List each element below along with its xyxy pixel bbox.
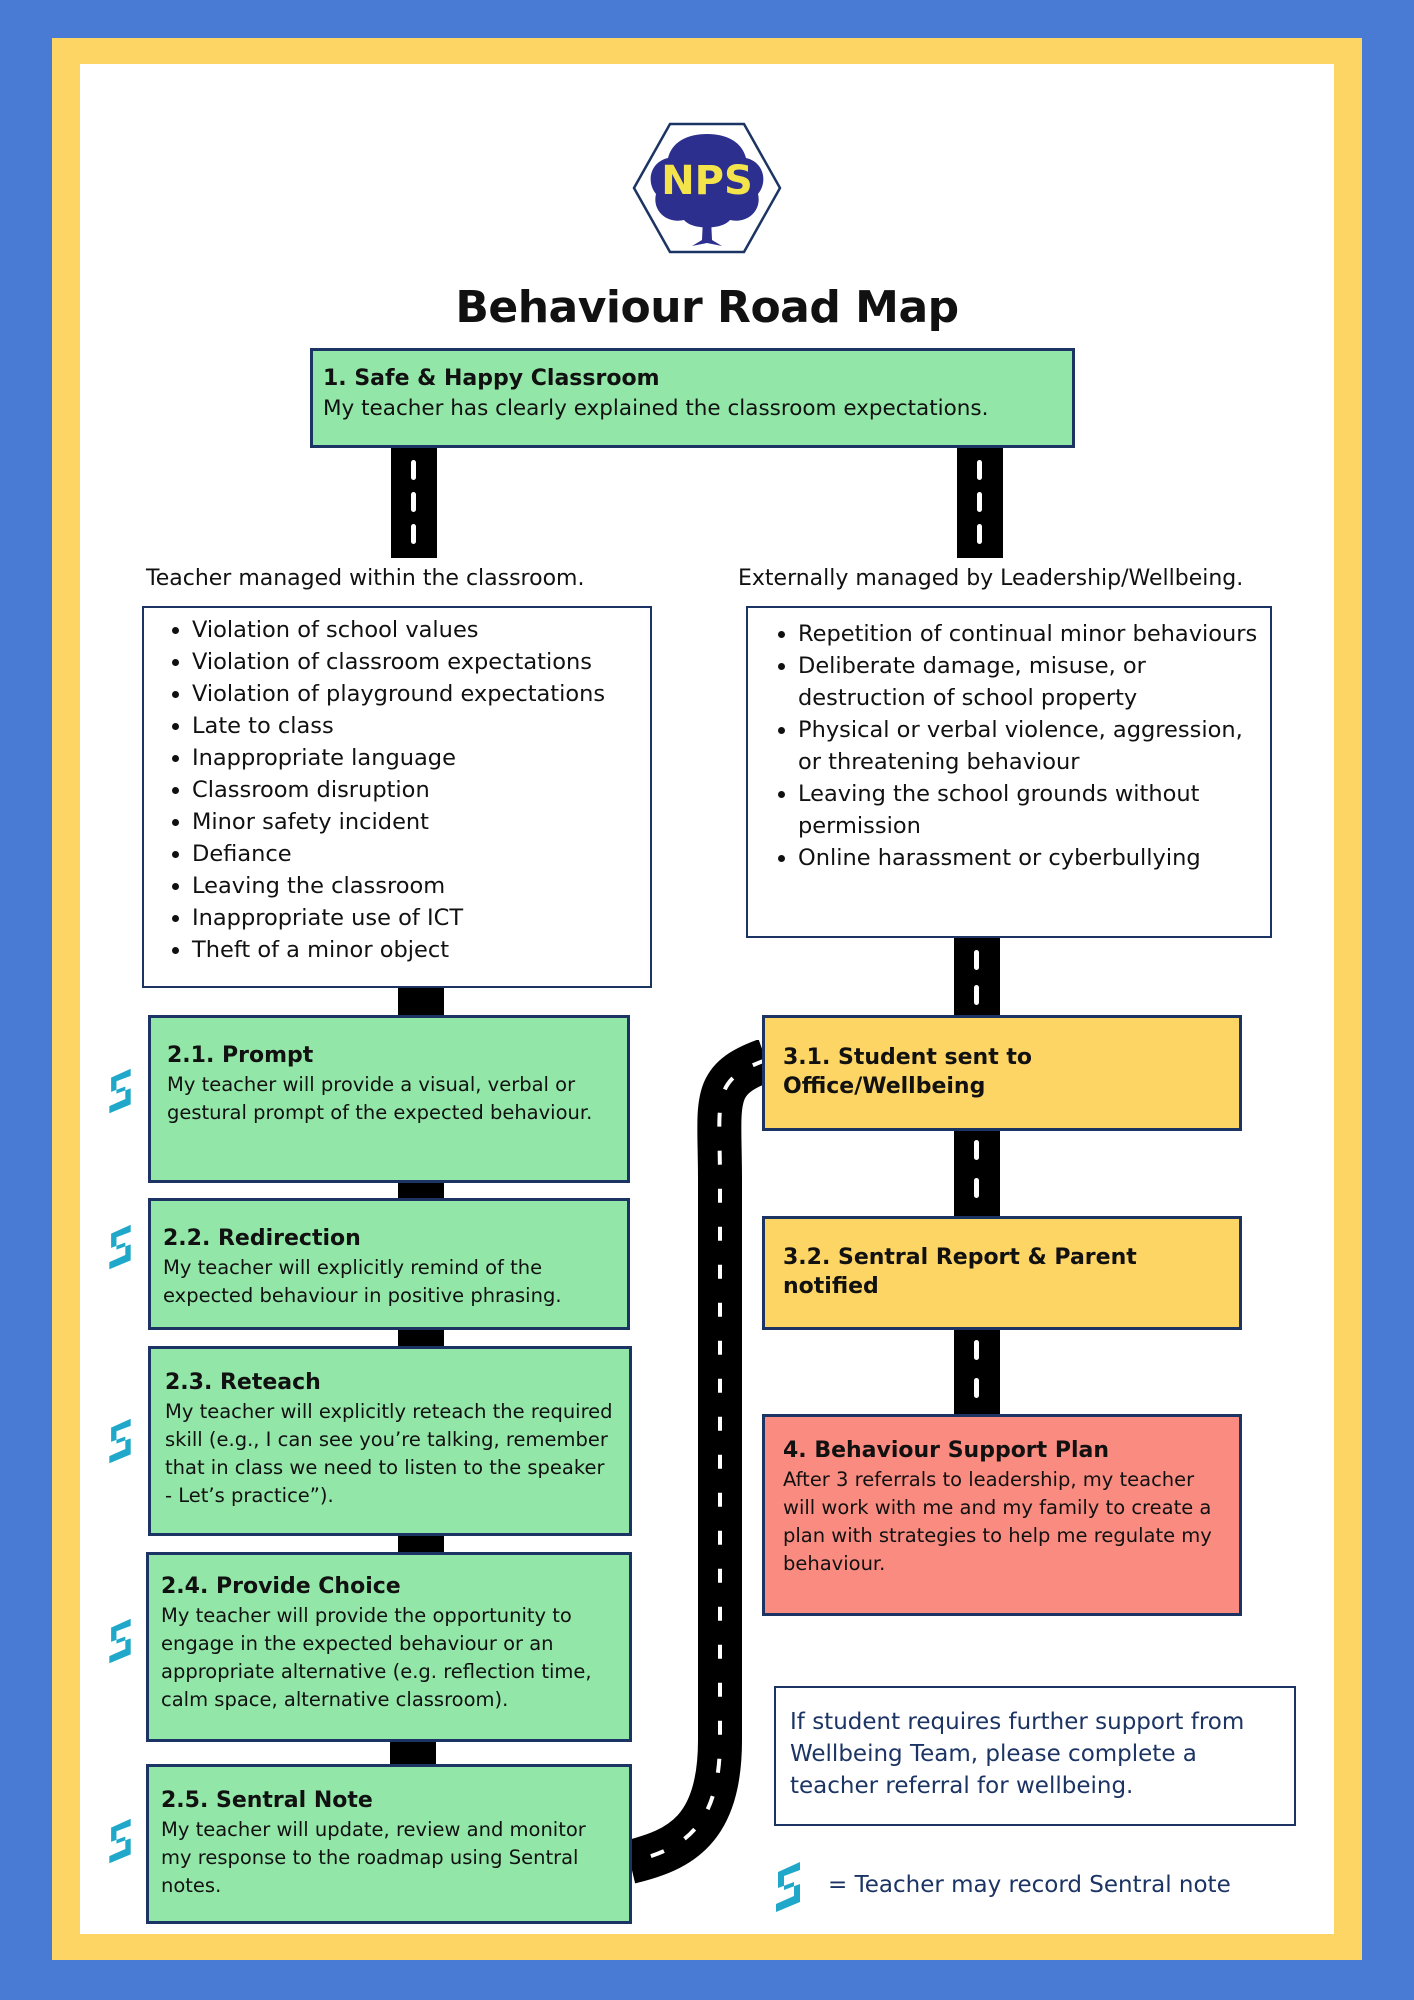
step-reteach-box: 2.3. Reteach My teacher will explicitly … bbox=[148, 1346, 632, 1536]
left-column-heading: Teacher managed within the classroom. bbox=[146, 566, 585, 591]
curved-road bbox=[624, 1040, 774, 1884]
road-left-4 bbox=[398, 1534, 444, 1554]
sentral-s-icon bbox=[109, 1618, 131, 1664]
step-sentral-report-box: 3.2. Sentral Report & Parent notified bbox=[762, 1216, 1242, 1330]
sentral-s-icon bbox=[109, 1224, 131, 1270]
wellbeing-note: If student requires further support from… bbox=[774, 1686, 1296, 1826]
step-prompt-box: 2.1. Prompt My teacher will provide a vi… bbox=[148, 1015, 630, 1183]
list-item: Inappropriate language bbox=[192, 742, 640, 774]
sentral-s-icon bbox=[109, 1418, 131, 1464]
step1-heading: 1. Safe & Happy Classroom bbox=[323, 366, 660, 391]
step-redirection-heading: 2.2. Redirection bbox=[163, 1226, 361, 1251]
list-item: Repetition of continual minor behaviours bbox=[798, 618, 1260, 650]
step-choice-box: 2.4. Provide Choice My teacher will prov… bbox=[146, 1552, 632, 1742]
step-support-plan-text: After 3 referrals to leadership, my teac… bbox=[783, 1467, 1212, 1576]
step-redirection-text: My teacher will explicitly remind of the… bbox=[163, 1255, 562, 1307]
list-item: Classroom disruption bbox=[192, 774, 640, 806]
step-sentral-note-heading: 2.5. Sentral Note bbox=[161, 1788, 373, 1813]
step-sentral-note-text: My teacher will update, review and monit… bbox=[161, 1817, 586, 1898]
step-office-heading: 3.1. Student sent to Office/Wellbeing bbox=[783, 1045, 1033, 1099]
step-support-plan-box: 4. Behaviour Support Plan After 3 referr… bbox=[762, 1414, 1242, 1616]
list-item: Minor safety incident bbox=[192, 806, 640, 838]
step-sentral-report-heading: 3.2. Sentral Report & Parent notified bbox=[783, 1245, 1137, 1299]
road-left-5 bbox=[390, 1740, 436, 1766]
step-choice-heading: 2.4. Provide Choice bbox=[161, 1574, 401, 1599]
step-office-box: 3.1. Student sent to Office/Wellbeing bbox=[762, 1015, 1242, 1131]
page-title: Behaviour Road Map bbox=[455, 282, 959, 333]
list-item: Defiance bbox=[192, 838, 640, 870]
list-item: Late to class bbox=[192, 710, 640, 742]
step-support-plan-heading: 4. Behaviour Support Plan bbox=[783, 1438, 1110, 1463]
left-list: Violation of school valuesViolation of c… bbox=[158, 614, 640, 966]
step-prompt-text: My teacher will provide a visual, verbal… bbox=[167, 1072, 593, 1124]
wellbeing-note-text: If student requires further support from… bbox=[790, 1709, 1245, 1800]
list-item: Online harassment or cyberbullying bbox=[798, 842, 1260, 874]
list-item: Violation of classroom expectations bbox=[192, 646, 640, 678]
sentral-s-icon bbox=[776, 1862, 800, 1912]
step-reteach-heading: 2.3. Reteach bbox=[165, 1370, 321, 1395]
list-item: Theft of a minor object bbox=[192, 934, 640, 966]
sentral-s-icon bbox=[109, 1818, 131, 1864]
step-sentral-note-box: 2.5. Sentral Note My teacher will update… bbox=[146, 1764, 632, 1924]
step-prompt-heading: 2.1. Prompt bbox=[167, 1043, 314, 1068]
right-list: Repetition of continual minor behaviours… bbox=[764, 618, 1260, 874]
list-item: Leaving the classroom bbox=[192, 870, 640, 902]
step-reteach-text: My teacher will explicitly reteach the r… bbox=[165, 1399, 613, 1508]
list-item: Violation of school values bbox=[192, 614, 640, 646]
step1-box: 1. Safe & Happy Classroom My teacher has… bbox=[310, 348, 1075, 448]
legend-text: = Teacher may record Sentral note bbox=[828, 1872, 1231, 1898]
step-choice-text: My teacher will provide the opportunity … bbox=[161, 1603, 592, 1712]
list-item: Leaving the school grounds without permi… bbox=[798, 778, 1260, 842]
list-item: Inappropriate use of ICT bbox=[192, 902, 640, 934]
road-left-3 bbox=[398, 1328, 444, 1348]
school-logo-icon: NPS bbox=[632, 122, 782, 254]
road-left-1 bbox=[398, 988, 444, 1018]
list-item: Physical or verbal violence, aggression,… bbox=[798, 714, 1260, 778]
logo-text: NPS bbox=[661, 158, 753, 204]
list-item: Violation of playground expectations bbox=[192, 678, 640, 710]
right-column-heading: Externally managed by Leadership/Wellbei… bbox=[738, 566, 1244, 591]
road-left-2 bbox=[398, 1182, 444, 1200]
right-behaviour-list: Repetition of continual minor behaviours… bbox=[746, 606, 1272, 938]
list-item: Deliberate damage, misuse, or destructio… bbox=[798, 650, 1260, 714]
step1-text: My teacher has clearly explained the cla… bbox=[323, 395, 989, 421]
sentral-s-icon bbox=[109, 1068, 131, 1114]
step-redirection-box: 2.2. Redirection My teacher will explici… bbox=[148, 1198, 630, 1330]
left-behaviour-list: Violation of school valuesViolation of c… bbox=[142, 606, 652, 988]
